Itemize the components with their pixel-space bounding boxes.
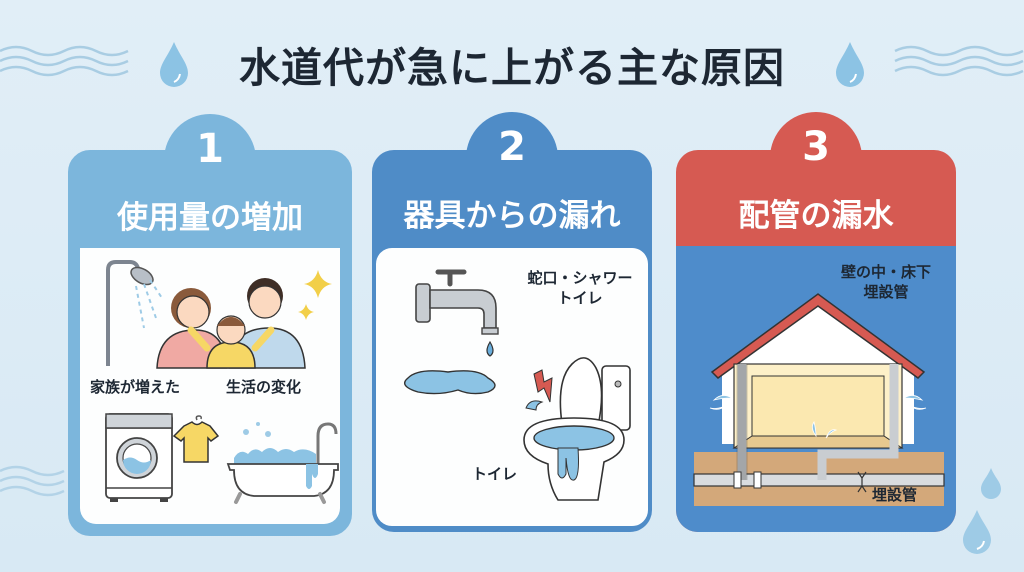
- wave-icon: [0, 465, 65, 497]
- bathtub-icon: [226, 422, 339, 504]
- shower-icon: [106, 260, 163, 366]
- label-lifestyle-change: 生活の変化: [226, 378, 302, 396]
- cause-number: 2: [498, 124, 526, 170]
- toilet-icon: [523, 357, 631, 501]
- family-icon: [156, 278, 306, 369]
- t-shirt-icon: [172, 415, 220, 463]
- water-drop-icon: [981, 468, 1001, 499]
- label-wall-floor: 壁の中・床下 埋設管: [826, 262, 946, 302]
- cause-heading: 器具からの漏れ: [403, 198, 621, 234]
- cause-number: 3: [802, 124, 830, 170]
- label-wall-line1: 壁の中・床下: [840, 263, 931, 281]
- water-drop-icon: [160, 42, 188, 87]
- label-buried-pipe: 埋設管: [872, 486, 918, 504]
- cause-card-usage-increase: 1 使用量の増加 家族が: [68, 114, 352, 536]
- label-family-increase: 家族が増えた: [90, 378, 181, 396]
- water-drop-icon: [963, 510, 991, 554]
- cause-heading: 使用量の増加: [117, 200, 303, 236]
- label-toilet: トイレ: [472, 465, 518, 483]
- water-drop-icon: [525, 400, 544, 411]
- label-fixtures: 蛇口・シャワー トイレ: [520, 268, 640, 308]
- page-title: 水道代が急に上がる主な原因: [239, 44, 785, 92]
- lightning-icon: [533, 369, 553, 403]
- washing-machine-icon: [105, 413, 173, 502]
- water-drop-icon: [836, 42, 864, 87]
- house-icon: [693, 293, 945, 506]
- number-tab: [770, 112, 862, 192]
- number-tab: [164, 114, 256, 194]
- wave-icon: [0, 45, 129, 77]
- puddle-icon: [404, 370, 496, 395]
- wave-icon: [894, 45, 1024, 77]
- cause-heading: 配管の漏水: [738, 198, 894, 234]
- faucet-icon: [415, 269, 499, 357]
- label-fixtures-line2: トイレ: [557, 289, 603, 307]
- label-fixtures-line1: 蛇口・シャワー: [527, 269, 633, 287]
- cause-card-pipe-leaks: 3 配管の漏水 壁の中・床下 埋設管 埋設管: [676, 112, 956, 532]
- cause-number: 1: [196, 126, 224, 172]
- illustration-panel: 蛇口・シャワー トイレ トイレ: [374, 246, 650, 528]
- label-wall-line2: 埋設管: [863, 283, 909, 301]
- illustration-panel: 家族が増えた 生活の変化: [80, 248, 340, 524]
- sparkle-icon: [298, 270, 332, 320]
- cause-card-fixture-leaks: 2 器具からの漏れ 蛇口・シャワー トイレ: [372, 112, 652, 532]
- illustration-panel: 壁の中・床下 埋設管 埋設管: [676, 246, 956, 532]
- number-tab: [466, 112, 558, 192]
